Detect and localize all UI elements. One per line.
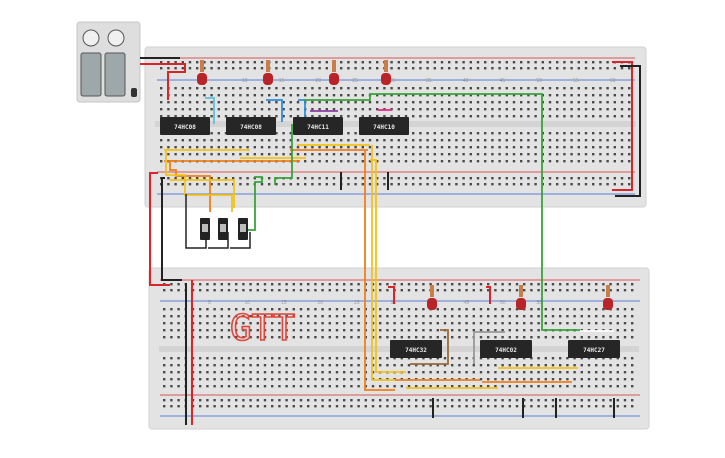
power-wires bbox=[140, 57, 641, 425]
column-number: 15 bbox=[281, 300, 287, 306]
switches[interactable] bbox=[185, 194, 251, 249]
chip-label: 74HC10 bbox=[373, 124, 395, 131]
chip-74hc08-b: 74HC08 bbox=[226, 117, 276, 135]
column-number: 55 bbox=[537, 300, 543, 306]
handwritten-gtt: GTT bbox=[230, 308, 295, 349]
column-number: 5 bbox=[208, 300, 211, 306]
column-number: 10 bbox=[242, 78, 248, 84]
chip-74hc02: 74HC02 bbox=[480, 340, 532, 358]
leds-bottom bbox=[427, 285, 613, 310]
column-number: 55 bbox=[573, 78, 579, 84]
chip-74hc27: 74HC27 bbox=[568, 340, 620, 358]
chip-label: 74HC11 bbox=[307, 124, 329, 131]
chip-74hc10: 74HC10 bbox=[359, 117, 409, 135]
column-number: 45 bbox=[500, 78, 506, 84]
column-number: 40 bbox=[463, 78, 469, 84]
chip-label: 74HC32 bbox=[405, 347, 427, 354]
column-number: 20 bbox=[316, 78, 322, 84]
column-number: 10 bbox=[245, 300, 251, 306]
top-board-column-numbers: 10 15 20 25 30 35 40 45 50 55 60 bbox=[242, 78, 616, 84]
chip-label: 74HC02 bbox=[495, 347, 517, 354]
column-number: 35 bbox=[426, 78, 432, 84]
column-number: 15 bbox=[279, 78, 285, 84]
chip-label: 74HC08 bbox=[240, 124, 262, 131]
power-supply[interactable] bbox=[76, 21, 141, 103]
column-number: 50 bbox=[536, 78, 542, 84]
chip-label: 74HC08 bbox=[174, 124, 196, 131]
chip-74hc11: 74HC11 bbox=[293, 117, 343, 135]
column-number: 50 bbox=[500, 300, 506, 306]
column-number: 60 bbox=[610, 78, 616, 84]
bottom-wires bbox=[395, 329, 614, 389]
signal-wires bbox=[164, 93, 580, 391]
column-number: 25 bbox=[352, 78, 358, 84]
column-number: 20 bbox=[318, 300, 324, 306]
column-number: 25 bbox=[354, 300, 360, 306]
chip-74hc32: 74HC32 bbox=[390, 340, 442, 358]
column-number: 30 bbox=[389, 78, 395, 84]
column-number: 45 bbox=[464, 300, 470, 306]
chip-label: 74HC27 bbox=[583, 347, 605, 354]
chip-74hc08-a: 74HC08 bbox=[160, 117, 210, 135]
leds-top bbox=[197, 60, 391, 85]
